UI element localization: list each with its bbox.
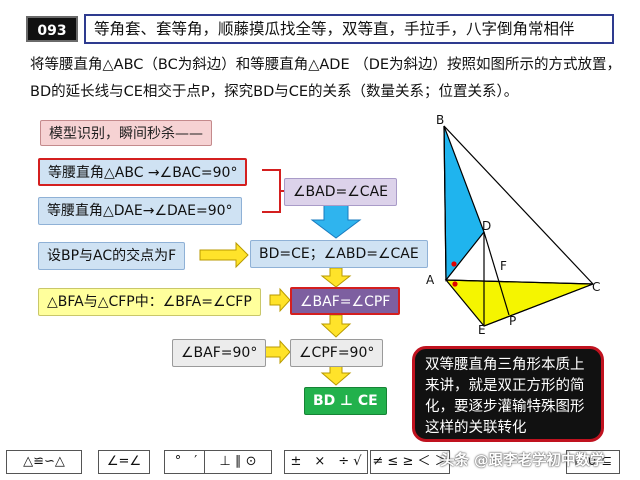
segment-ac xyxy=(445,279,594,285)
geometry-figure: B D A F C E P xyxy=(426,113,600,337)
down-arrow-blue xyxy=(310,204,362,239)
bracket-connector xyxy=(262,169,281,213)
label-c: C xyxy=(592,280,600,294)
right-arrow-yellow-2 xyxy=(269,287,291,313)
symbol-key-ops[interactable]: ± × ÷ √ xyxy=(284,450,368,474)
segment-dp xyxy=(483,231,510,316)
angle-marker-cae xyxy=(452,281,458,287)
down-arrow-yellow-1 xyxy=(320,267,352,288)
angle-equal-box: ∠BAD=∠CAE xyxy=(284,178,397,206)
title-banner: 等角套、套等角，顺藤摸瓜找全等，双等直，手拉手，八字倒角常相伴 xyxy=(84,14,614,44)
baf-cpf-box: ∠BAF=∠CPF xyxy=(290,287,401,315)
fact-dae-box: 等腰直角△DAE→∠DAE=90° xyxy=(38,197,242,225)
segment-bc xyxy=(443,125,594,285)
problem-text: 将等腰直角△ABC（BC为斜边）和等腰直角△ADE （DE为斜边）按照如图所示的… xyxy=(30,57,622,100)
congruent-box: BD=CE；∠ABD=∠CAE xyxy=(250,240,428,268)
set-f-box: 设BP与AC的交点为F xyxy=(38,242,186,270)
down-arrow-yellow-2 xyxy=(320,314,352,338)
symbol-key-sets[interactable]: ∩ ∪ ⊆ xyxy=(566,450,620,474)
label-f: F xyxy=(500,259,507,273)
callout-note: 双等腰直角三角形本质上来讲，就是双正方形的简化，要逐步灌输特殊图形这样的关联转化 xyxy=(412,346,604,442)
angle-marker-bad xyxy=(451,261,457,267)
symbol-key-angle[interactable]: ∠=∠ xyxy=(98,450,150,474)
symbol-key-degree[interactable]: ° ′ xyxy=(164,450,208,474)
label-d: D xyxy=(482,219,491,233)
triangle-abd xyxy=(443,125,485,282)
result-box: BD ⊥ CE xyxy=(304,387,387,415)
fact-abc-box: 等腰直角△ABC →∠BAC=90° xyxy=(38,158,248,186)
cpf90-box: ∠CPF=90° xyxy=(290,339,384,367)
label-p: P xyxy=(509,314,516,328)
right-arrow-yellow-3 xyxy=(263,339,291,365)
right-arrow-yellow xyxy=(199,241,249,269)
label-e: E xyxy=(478,323,486,337)
triangle-aec xyxy=(444,279,594,327)
segment-ab xyxy=(443,125,447,281)
triangles-box: △BFA与△CFP中：∠BFA=∠CFP xyxy=(38,288,261,316)
problem-number: 093 xyxy=(26,16,78,42)
label-a: A xyxy=(426,273,435,287)
label-b: B xyxy=(436,113,444,127)
baf90-box: ∠BAF=90° xyxy=(172,339,267,367)
symbol-key-compare[interactable]: ≠ ≤ ≥ ＜ ＞ xyxy=(370,450,450,474)
down-arrow-yellow-3 xyxy=(320,365,352,386)
symbol-key-congruent[interactable]: △≌∽△ xyxy=(6,450,82,474)
symbol-key-perp[interactable]: ⊥ ∥ ⊙ xyxy=(204,450,272,474)
segment-ec xyxy=(483,283,594,327)
model-label-box: 模型识别，瞬间秒杀—— xyxy=(40,120,212,146)
watermark: 头条 @跟李老学初中数学 xyxy=(440,453,605,469)
